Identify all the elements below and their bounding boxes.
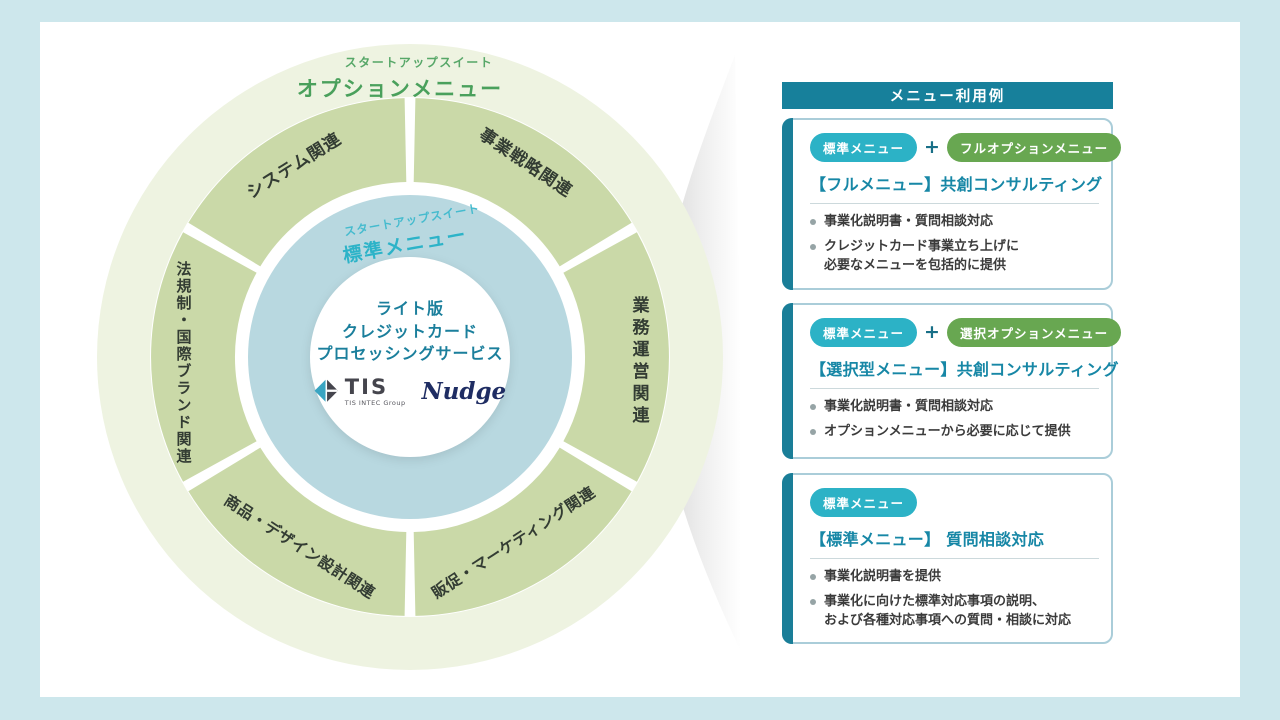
bullet-dot	[810, 598, 816, 605]
standard-menu-pill: 標準メニュー	[810, 488, 918, 517]
bullet-text: 事業化説明書・質問相談対応	[824, 399, 994, 414]
bullet-dot	[810, 219, 816, 225]
plus-icon: +	[924, 321, 940, 343]
menu-card-full: 標準メニュー + フルオプションメニュー 【フルメニュー】共創コンサルティング …	[782, 118, 1122, 290]
bullet-text: オプションメニューから必要に応じて提供	[824, 423, 1071, 439]
bullet-item-continuation: および各種対応事項への質問・相談に対応	[810, 612, 1099, 631]
center-line-3: プロセッシングサービス	[316, 344, 504, 364]
bullet-dot	[810, 243, 816, 250]
bullet-dot	[810, 428, 816, 435]
bullet-text: および各種対応事項への質問・相談に対応	[824, 612, 1072, 628]
bullet-text: 必要なメニューを包括的に提供	[824, 257, 1007, 273]
divider	[810, 558, 1099, 559]
bullet-text: 事業化説明書を提供	[824, 569, 942, 584]
bullet-text: クレジットカード事業立ち上げに	[824, 238, 1020, 254]
bullet-item: クレジットカード事業立ち上げに	[810, 238, 1099, 257]
standard-menu-pill: 標準メニュー	[810, 318, 918, 347]
tis-text-block: TIS TIS INTEC Group	[345, 377, 406, 407]
center-line-2: クレジットカード	[341, 321, 479, 341]
tis-logo: TIS TIS INTEC Group	[314, 377, 406, 407]
segment-label-regulation-brand: 法規制・国際ブランド関連	[174, 261, 193, 465]
pill-row: 標準メニュー	[810, 488, 1099, 517]
pill-row: 標準メニュー + フルオプションメニュー	[810, 133, 1122, 162]
bullet-item: オプションメニューから必要に応じて提供	[810, 423, 1099, 442]
bullet-text: 事業化に向けた標準対応事項の説明、	[824, 593, 1046, 609]
bullet-text: 事業化説明書・質問相談対応	[824, 214, 994, 229]
panel-header: メニュー利用例	[782, 82, 1113, 109]
plus-icon: +	[924, 136, 940, 158]
selected-option-menu-pill: 選択オプションメニュー	[946, 318, 1122, 347]
divider	[810, 203, 1099, 204]
menu-card-selective: 標準メニュー + 選択オプションメニュー 【選択型メニュー】共創コンサルティング…	[782, 303, 1122, 459]
pill-row: 標準メニュー + 選択オプションメニュー	[810, 318, 1122, 347]
logo-row: TIS TIS INTEC Group Nudge	[314, 377, 506, 407]
tis-group-caption: TIS INTEC Group	[344, 399, 406, 408]
nudge-logo: Nudge	[421, 378, 507, 406]
center-line-1: ライト版	[375, 299, 445, 318]
outer-ring-title: オプションメニュー	[296, 77, 504, 101]
menu-card-standard: 標準メニュー 【標準メニュー】 質問相談対応 事業化説明書を提供 事業化に向けた…	[782, 473, 1113, 644]
standard-menu-pill: 標準メニュー	[810, 133, 918, 162]
full-option-menu-pill: フルオプションメニュー	[946, 133, 1122, 162]
segment-label-operations: 業務運営関連	[628, 296, 649, 428]
outer-ring-subtitle: スタートアップスイート	[344, 55, 494, 70]
tis-diamond-icon	[314, 380, 339, 403]
bullet-item: 事業化説明書・質問相談対応	[810, 398, 1099, 417]
card-title: 【標準メニュー】 質問相談対応	[810, 530, 1045, 549]
bullet-item: 事業化説明書・質問相談対応	[810, 213, 1099, 232]
bullet-item-continuation: 必要なメニューを包括的に提供	[810, 257, 1099, 276]
bullet-item: 事業化に向けた標準対応事項の説明、	[810, 593, 1099, 612]
center-service-block: ライト版 クレジットカード プロセッシングサービス TIS TIS INTEC …	[314, 298, 506, 407]
card-title: 【フルメニュー】共創コンサルティング	[810, 175, 1103, 194]
bullet-dot	[810, 574, 816, 580]
divider	[810, 388, 1099, 389]
bullet-item: 事業化説明書を提供	[810, 568, 1099, 587]
tis-name: TIS	[344, 375, 389, 400]
bullet-dot	[810, 404, 816, 410]
card-title: 【選択型メニュー】共創コンサルティング	[810, 360, 1119, 379]
